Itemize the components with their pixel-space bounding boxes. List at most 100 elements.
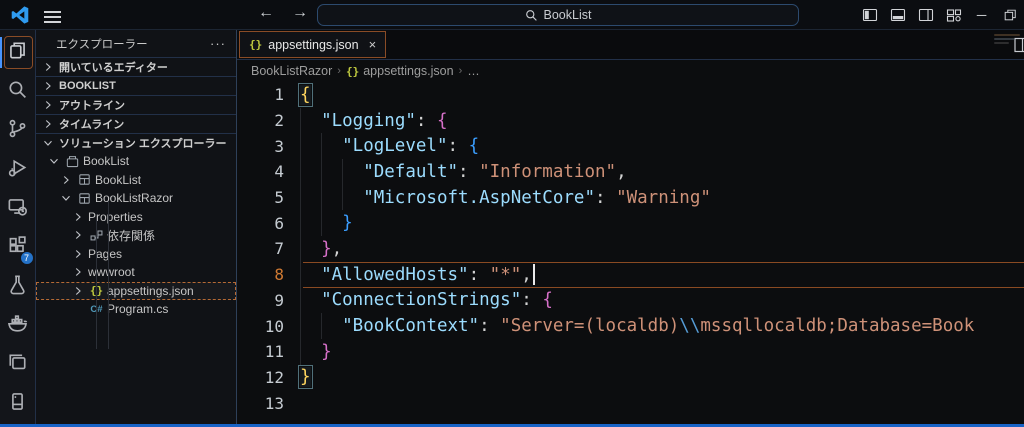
code-line[interactable]: 4"Default": "Information", — [237, 159, 1024, 185]
indent-guide — [300, 107, 321, 134]
search-icon — [7, 79, 28, 105]
activity-docker[interactable] — [0, 306, 36, 345]
json-icon: {} — [345, 64, 360, 78]
tree-item-booklist[interactable]: BookList — [36, 171, 236, 190]
activity-sql-server[interactable] — [0, 384, 36, 423]
back-arrow[interactable]: ← — [258, 4, 274, 21]
activity-explorer[interactable] — [0, 33, 36, 72]
activity-live-preview[interactable] — [0, 345, 36, 384]
restore-icon[interactable] — [1001, 7, 1018, 24]
sidebar-section-4[interactable]: タイムライン — [36, 114, 236, 133]
activity-extensions[interactable]: 7 — [0, 228, 36, 267]
code-line[interactable]: 9"ConnectionStrings": { — [237, 287, 1024, 314]
line-number: 3 — [274, 136, 284, 156]
line-number: 1 — [274, 85, 284, 105]
chevron-down-icon — [46, 153, 62, 169]
code-line[interactable]: 13 — [237, 390, 1024, 416]
close-tab-icon[interactable]: × — [368, 37, 377, 52]
tree-item-pages[interactable]: Pages — [36, 245, 236, 264]
code-line-current[interactable]: 8"AllowedHosts": "*", — [237, 261, 1024, 288]
split-editor-icon[interactable] — [1014, 37, 1024, 53]
command-center-search[interactable]: BookList — [317, 4, 799, 26]
indent-guide — [300, 287, 321, 314]
breadcrumb-item[interactable]: … — [467, 64, 480, 78]
vscode-logo — [11, 6, 29, 24]
indent-guide — [300, 236, 321, 262]
indent-guide — [321, 210, 342, 237]
code-token: : — [458, 161, 480, 182]
minimize-icon[interactable] — [973, 7, 990, 24]
code-line[interactable]: 11} — [237, 338, 1024, 365]
code-line[interactable]: 7}, — [237, 236, 1024, 262]
tree-item-label: 依存関係 — [107, 228, 156, 243]
section-label: ソリューション エクスプローラー — [59, 138, 227, 150]
indent-guide — [342, 184, 363, 211]
code-token: \\ — [679, 316, 701, 337]
code-token: : — [594, 187, 617, 208]
tree-item-label: Pages — [88, 246, 123, 261]
indent-guide — [300, 313, 321, 339]
tab-label: appsettings.json — [268, 37, 359, 52]
sidebar-section-1[interactable]: 開いているエディター — [36, 57, 236, 76]
tree-item-appsettings.json[interactable]: {}appsettings.json — [36, 281, 236, 300]
layout-customize-icon[interactable] — [945, 7, 962, 24]
project-icon — [76, 190, 93, 206]
sidebar-section-3[interactable]: アウトライン — [36, 95, 236, 114]
layout-sidebar-left-icon[interactable] — [861, 7, 878, 24]
tree-item-booklistrazor[interactable]: BookListRazor — [36, 189, 236, 208]
line-number: 10 — [264, 316, 284, 336]
activity-testing[interactable] — [0, 267, 36, 306]
extensions-badge: 7 — [19, 251, 34, 265]
code-editor[interactable]: 1{2"Logging": {3"LogLevel": {4"Default":… — [237, 82, 1024, 424]
indent-guide — [96, 220, 97, 349]
code-token: { — [298, 82, 313, 107]
window-controls — [861, 0, 1018, 30]
tree-item-wwwroot[interactable]: wwwroot — [36, 263, 236, 282]
menu-icon[interactable] — [44, 8, 61, 23]
minimap[interactable] — [992, 32, 1022, 46]
code-line[interactable]: 3"LogLevel": { — [237, 133, 1024, 160]
code-line[interactable]: 6} — [237, 210, 1024, 237]
activity-run-and-debug[interactable] — [0, 150, 36, 189]
remote-explorer-icon — [7, 196, 28, 222]
line-number: 6 — [274, 213, 284, 233]
more-actions-icon[interactable]: ··· — [210, 36, 226, 51]
code-token: "Server=(localdb) — [500, 316, 680, 337]
breadcrumb-item[interactable]: {}appsettings.json — [345, 64, 454, 78]
tree-item-program.cs[interactable]: C#Program.cs — [36, 300, 236, 319]
section-label: タイムライン — [59, 119, 125, 131]
indent-guide — [300, 133, 321, 160]
chevron-right-icon — [70, 246, 86, 262]
activity-search[interactable] — [0, 72, 36, 111]
sidebar-section-5[interactable]: ソリューション エクスプローラー — [36, 133, 236, 152]
chevron-right-icon — [70, 264, 86, 280]
chevron-right-icon — [40, 116, 56, 132]
code-line[interactable]: 10"BookContext": "Server=(localdb)\\mssq… — [237, 313, 1024, 339]
activity-source-control[interactable] — [0, 111, 36, 150]
tree-item-label: BookListRazor — [95, 191, 174, 206]
source-control-icon — [7, 118, 28, 144]
code-line[interactable]: 1{ — [237, 82, 1024, 108]
sidebar-section-2[interactable]: BOOKLIST — [36, 76, 236, 95]
layout-sidebar-right-icon[interactable] — [917, 7, 934, 24]
indent-guide — [300, 261, 321, 288]
code-line[interactable]: 2"Logging": { — [237, 107, 1024, 134]
active-focus-border — [3, 36, 33, 69]
activity-remote-explorer[interactable] — [0, 189, 36, 228]
layout-panel-icon[interactable] — [889, 7, 906, 24]
forward-arrow[interactable]: → — [292, 4, 308, 21]
line-number: 7 — [274, 239, 284, 259]
code-line[interactable]: 12} — [237, 365, 1024, 391]
code-line[interactable]: 5"Microsoft.AspNetCore": "Warning" — [237, 184, 1024, 211]
tree-item-booklist[interactable]: BookList — [36, 152, 236, 171]
breadcrumb-separator: › — [337, 65, 341, 77]
code-token: mssqllocaldb;Database=Book — [700, 316, 975, 337]
breadcrumb-separator: › — [458, 65, 463, 77]
tree-item--[interactable]: 依存関係 — [36, 226, 236, 245]
tree-item-properties[interactable]: Properties — [36, 208, 236, 227]
breadcrumb-item[interactable]: BookListRazor — [251, 64, 333, 78]
extensions-icon — [7, 235, 28, 261]
tab-appsettings-json[interactable]: {} appsettings.json × — [239, 31, 387, 58]
code-token: "Default" — [363, 161, 459, 182]
